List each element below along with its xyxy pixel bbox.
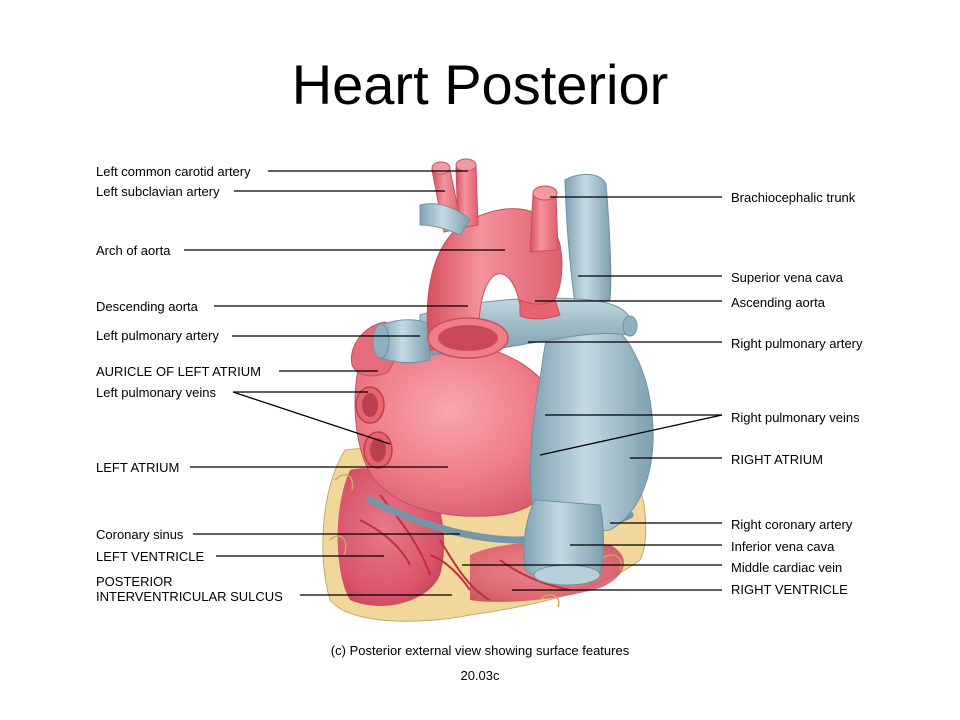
label-left-common-carotid-artery: Left common carotid artery — [96, 164, 251, 179]
ascending-aorta — [519, 299, 561, 320]
aorta-group — [419, 158, 563, 359]
venous-structures — [523, 174, 654, 586]
figure-caption: (c) Posterior external view showing surf… — [330, 643, 630, 658]
label-right-pulmonary-veins: Right pulmonary veins — [731, 410, 860, 425]
slide-title: Heart Posterior — [291, 53, 669, 116]
arch-of-aorta — [426, 208, 563, 351]
label-left-subclavian-artery: Left subclavian artery — [96, 184, 220, 199]
coronary-vessels — [359, 494, 571, 601]
label-posterior: POSTERIOR — [96, 574, 173, 589]
figure-number: 20.03c — [460, 668, 500, 683]
label-right-coronary-artery: Right coronary artery — [731, 517, 853, 532]
leader-lines — [184, 170, 723, 596]
label-left-ventricle: LEFT VENTRICLE — [96, 549, 205, 564]
label-arch-of-aorta: Arch of aorta — [96, 243, 171, 258]
right-atrium — [530, 299, 654, 536]
label-right-atrium: RIGHT ATRIUM — [731, 452, 823, 467]
superior-vena-cava — [564, 174, 612, 303]
label-brachiocephalic-trunk: Brachiocephalic trunk — [731, 190, 856, 205]
label-inferior-vena-cava: Inferior vena cava — [731, 539, 835, 554]
label-superior-vena-cava: Superior vena cava — [731, 270, 844, 285]
label-left-pulmonary-artery: Left pulmonary artery — [96, 328, 219, 343]
label-right-ventricle: RIGHT VENTRICLE — [731, 582, 848, 597]
label-right-pulmonary-artery: Right pulmonary artery — [731, 336, 863, 351]
label-ascending-aorta: Ascending aorta — [731, 295, 825, 310]
left-brachiocephalic-vein — [419, 203, 471, 236]
label-left-pulmonary-veins: Left pulmonary veins — [96, 385, 216, 400]
label-interventricular-sulcus: INTERVENTRICULAR SULCUS — [96, 589, 283, 604]
fat-lobules — [329, 474, 622, 608]
label-auricle-of-left-atrium: AURICLE OF LEFT ATRIUM — [96, 364, 261, 379]
label-coronary-sinus: Coronary sinus — [96, 527, 184, 542]
label-middle-cardiac-vein: Middle cardiac vein — [731, 560, 843, 575]
label-descending-aorta: Descending aorta — [96, 299, 198, 314]
label-left-atrium: LEFT ATRIUM — [96, 460, 180, 475]
left-pulmonary-artery — [379, 319, 431, 364]
